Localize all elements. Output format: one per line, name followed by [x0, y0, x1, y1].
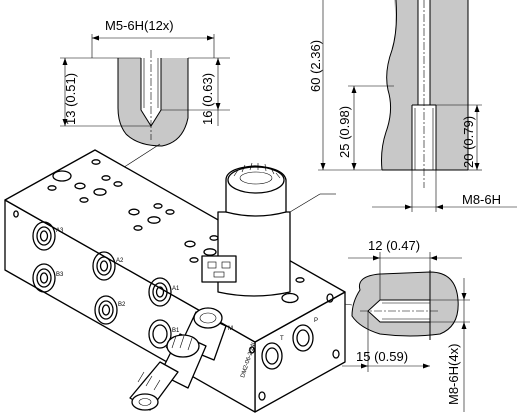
port-a3: A3 — [32, 221, 64, 251]
svg-text:B1: B1 — [172, 328, 180, 334]
side-thread-label: M8-6H(4x) — [446, 344, 461, 405]
side-thread-depth-label: 15 (0.59) — [356, 349, 408, 364]
m5-thread-label: M5-6H(12x) — [105, 18, 174, 33]
port-b2: B2 — [94, 295, 126, 325]
solenoid-valve — [201, 162, 336, 297]
svg-text:P: P — [314, 318, 318, 324]
solenoid-body — [217, 211, 291, 297]
port-a1: A1 — [148, 277, 180, 307]
top-face-holes — [47, 159, 305, 304]
port-b1: B1 — [148, 319, 180, 349]
svg-text:T: T — [280, 336, 284, 342]
svg-text:A1: A1 — [172, 286, 180, 292]
deep-hole-thread-depth-label: 20 (0.79) — [461, 116, 476, 168]
port-t: T — [261, 336, 284, 370]
m8-side-thread-detail: 12 (0.47) 15 (0.59) M8-6H(4x) — [299, 238, 470, 412]
deep-hole-thread-label: M8-6H — [462, 192, 501, 207]
cartridge-valve: M — [129, 307, 233, 411]
m8-deep-hole-detail: 60 (2.36) 25 (0.98) 20 (0.79) M8-6H — [308, 0, 517, 212]
m5-depth-total-label: 13 (0.51) — [63, 73, 78, 125]
solenoid-connector — [201, 255, 237, 283]
svg-text:B3: B3 — [56, 272, 64, 278]
m5-thread-detail: M5-6H(12x) 13 (0.51) 16 (0.63) — [60, 18, 230, 181]
m5-depth-thread-label: 16 (0.63) — [200, 73, 215, 125]
port-p: P — [292, 318, 318, 352]
port-a2: A2 — [92, 251, 124, 281]
svg-text:B2: B2 — [118, 302, 126, 308]
end-face-ports: T P — [258, 293, 340, 401]
svg-text:A3: A3 — [56, 228, 64, 234]
deep-hole-depth-label: 25 (0.98) — [337, 106, 352, 158]
svg-text:A2: A2 — [116, 258, 124, 264]
deep-hole-length-label: 60 (2.36) — [308, 40, 323, 92]
port-m-marking: M — [228, 326, 233, 332]
side-thread-width-label: 12 (0.47) — [368, 238, 420, 253]
port-b3: B3 — [32, 263, 64, 293]
